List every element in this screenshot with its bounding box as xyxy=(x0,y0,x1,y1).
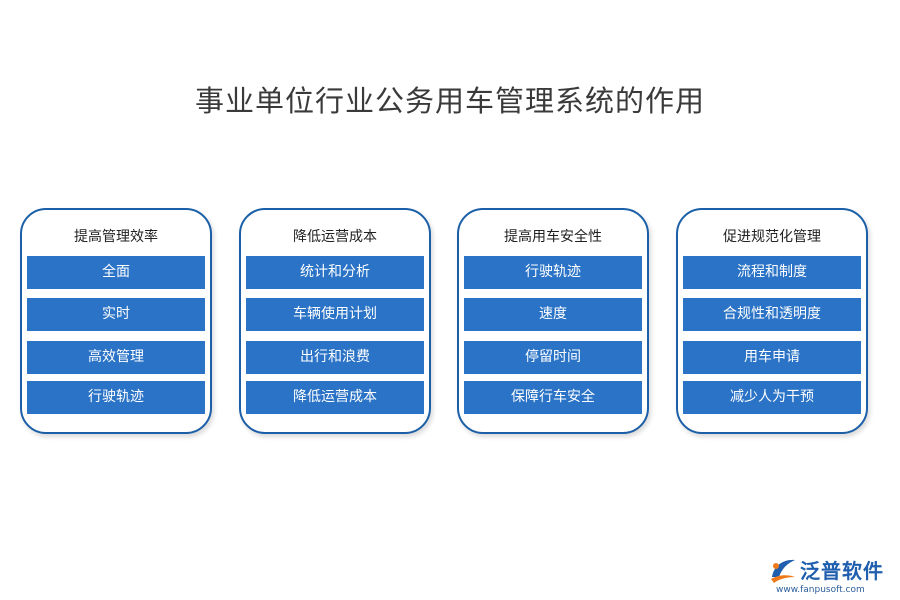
card-item: 出行和浪费 xyxy=(246,341,424,374)
card-title: 提高用车安全性 xyxy=(504,229,602,245)
card-item: 行驶轨迹 xyxy=(464,256,642,289)
card-item: 统计和分析 xyxy=(246,256,424,289)
card-improve-safety: 提高用车安全性 行驶轨迹 速度 停留时间 保障行车安全 xyxy=(457,208,649,434)
card-item: 高效管理 xyxy=(27,341,205,374)
card-item: 合规性和透明度 xyxy=(683,298,861,331)
card-reduce-cost: 降低运营成本 统计和分析 车辆使用计划 出行和浪费 降低运营成本 xyxy=(239,208,431,434)
card-item: 停留时间 xyxy=(464,341,642,374)
card-item: 保障行车安全 xyxy=(464,381,642,414)
page-title: 事业单位行业公务用车管理系统的作用 xyxy=(194,84,705,118)
brand-logo: 泛普软件 www.fanpusoft.com xyxy=(768,555,892,597)
card-item: 全面 xyxy=(27,256,205,289)
card-item: 减少人为干预 xyxy=(683,381,861,414)
card-item: 降低运营成本 xyxy=(246,381,424,414)
card-item: 车辆使用计划 xyxy=(246,298,424,331)
card-item: 速度 xyxy=(464,298,642,331)
card-improve-efficiency: 提高管理效率 全面 实时 高效管理 行驶轨迹 xyxy=(20,208,212,434)
card-title: 降低运营成本 xyxy=(293,229,377,245)
card-standardize-management: 促进规范化管理 流程和制度 合规性和透明度 用车申请 减少人为干预 xyxy=(676,208,868,434)
card-title: 促进规范化管理 xyxy=(723,229,821,245)
card-item: 行驶轨迹 xyxy=(27,381,205,414)
fanpu-logo-icon xyxy=(771,559,795,583)
card-item: 流程和制度 xyxy=(683,256,861,289)
logo-name: 泛普软件 xyxy=(800,559,884,583)
card-item: 用车申请 xyxy=(683,341,861,374)
card-item: 实时 xyxy=(27,298,205,331)
logo-url[interactable]: www.fanpusoft.com xyxy=(776,585,865,595)
card-title: 提高管理效率 xyxy=(74,229,158,245)
